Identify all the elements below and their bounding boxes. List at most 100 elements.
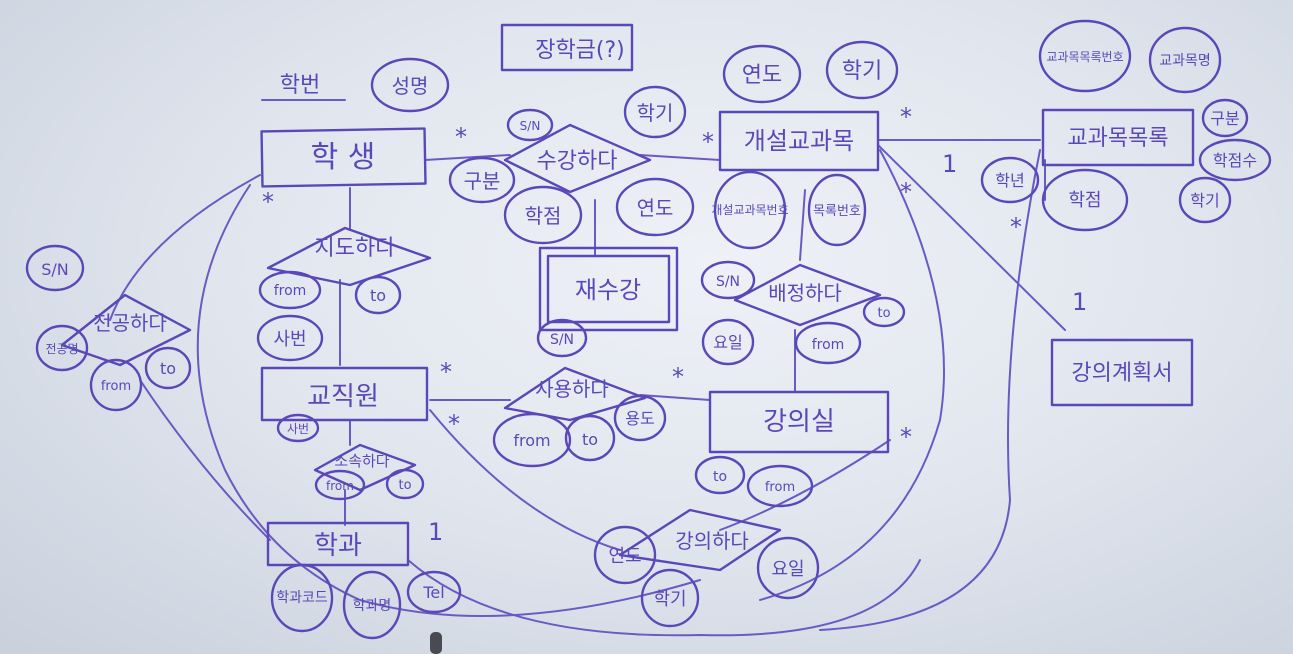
marker-cap xyxy=(430,632,442,654)
svg-text:S/N: S/N xyxy=(41,260,69,279)
svg-text:학기: 학기 xyxy=(1190,191,1219,210)
svg-text:*: * xyxy=(440,358,452,386)
attr-advise-from: from xyxy=(258,270,322,310)
svg-text:교과목목록: 교과목목록 xyxy=(1067,126,1168,151)
svg-text:개설교과목: 개설교과목 xyxy=(744,127,854,155)
svg-text:용도: 용도 xyxy=(625,409,654,428)
attr-belong-to: to xyxy=(385,468,425,500)
attr-assign-to: to xyxy=(862,296,906,328)
svg-text:*: * xyxy=(262,188,274,216)
svg-text:개설교과목번호: 개설교과목번호 xyxy=(711,203,788,217)
svg-text:학과명: 학과명 xyxy=(353,598,392,614)
svg-text:사용하다: 사용하다 xyxy=(535,377,609,401)
svg-text:수강하다: 수강하다 xyxy=(537,149,618,174)
svg-text:장학금(?): 장학금(?) xyxy=(535,38,625,63)
svg-text:학기: 학기 xyxy=(842,59,882,84)
attr-enroll-category: 구분 xyxy=(448,156,516,204)
attr-student-name: 성명 xyxy=(370,57,450,113)
attr-use-to: to xyxy=(564,414,616,462)
attr-catalog-category: 구분 xyxy=(1201,98,1249,138)
attr-assign-sn: S/N xyxy=(700,260,756,300)
entity-course-catalog: 교과목목록 xyxy=(1041,108,1195,167)
svg-text:전공명: 전공명 xyxy=(45,342,78,356)
attr-belong-from: from xyxy=(314,469,366,501)
svg-text:소속하다: 소속하다 xyxy=(334,452,389,470)
svg-text:from: from xyxy=(326,479,354,493)
svg-text:from: from xyxy=(274,283,307,299)
entity-offered-course: 개설교과목 xyxy=(718,110,880,172)
entity-department: 학과 xyxy=(266,521,410,567)
svg-text:구분: 구분 xyxy=(1210,109,1239,128)
svg-text:from: from xyxy=(101,379,131,394)
attr-dept-name: 학과명 xyxy=(342,570,402,640)
svg-text:S/N: S/N xyxy=(520,119,541,133)
attr-course-offer-no: 개설교과목번호 xyxy=(711,170,789,250)
svg-text:*: * xyxy=(702,128,714,156)
svg-text:배정하다: 배정하다 xyxy=(768,281,842,305)
svg-text:학기: 학기 xyxy=(637,101,674,125)
svg-text:재수강: 재수강 xyxy=(575,276,641,304)
attr-catalog-credits: 학점 xyxy=(1041,168,1129,232)
svg-text:1: 1 xyxy=(1072,288,1087,316)
svg-text:from: from xyxy=(812,337,845,353)
svg-text:학점: 학점 xyxy=(1068,190,1101,211)
svg-text:1: 1 xyxy=(942,150,957,178)
svg-text:from: from xyxy=(765,480,795,495)
svg-text:학과코드: 학과코드 xyxy=(276,590,328,606)
svg-text:*: * xyxy=(672,363,684,391)
entity-retake: 재수강 xyxy=(538,246,679,332)
svg-text:S/N: S/N xyxy=(716,274,740,290)
attr-dept-code: 학과코드 xyxy=(270,563,334,633)
attr-dept-tel: Tel xyxy=(406,570,462,614)
attr-catalog-semester: 학기 xyxy=(1178,176,1232,224)
svg-text:Tel: Tel xyxy=(422,583,444,602)
attr-assign-day: 요일 xyxy=(701,318,755,366)
rel-lecture: 강의하다 xyxy=(618,508,782,572)
attr-catalog-year: 학년 xyxy=(980,156,1040,204)
rel-belong: 소속하다 xyxy=(313,443,417,492)
svg-text:성명: 성명 xyxy=(392,74,429,98)
attr-course-catalog-no: 목록번호 xyxy=(807,173,867,247)
svg-text:학 생: 학 생 xyxy=(311,140,376,175)
svg-text:*: * xyxy=(448,410,460,438)
attr-major-to: to xyxy=(144,346,192,390)
svg-text:교직원: 교직원 xyxy=(307,382,379,412)
attr-assign-from: from xyxy=(794,321,862,365)
attr-enroll-year: 연도 xyxy=(615,177,695,237)
svg-text:*: * xyxy=(900,423,912,451)
svg-text:요일: 요일 xyxy=(713,333,742,352)
attr-enroll-sn: S/N xyxy=(506,108,554,142)
attr-major-from: from xyxy=(89,358,143,412)
svg-text:학과: 학과 xyxy=(314,531,362,561)
attr-enroll-credit: 학점 xyxy=(503,185,583,245)
svg-text:*: * xyxy=(900,103,912,131)
attr-room-to: to xyxy=(694,455,746,495)
attr-use-from: from xyxy=(492,412,572,468)
attr-advise-to: to xyxy=(354,275,402,315)
svg-text:*: * xyxy=(900,178,912,206)
attr-lecture-day: 요일 xyxy=(756,536,820,600)
svg-text:전공하다: 전공하다 xyxy=(93,311,167,335)
attr-course-year: 연도 xyxy=(722,44,802,104)
rel-major: 전공하다 xyxy=(60,293,192,367)
rel-use: 사용하다 xyxy=(503,366,647,422)
svg-text:연도: 연도 xyxy=(742,63,782,88)
attr-major-name: 전공명 xyxy=(35,324,89,372)
svg-text:강의계획서: 강의계획서 xyxy=(1071,361,1172,386)
svg-text:구분: 구분 xyxy=(464,169,501,193)
cardinality-marks: * * * * * * * * * * 1 1 1 xyxy=(262,103,1087,546)
svg-text:1: 1 xyxy=(428,518,443,546)
attr-major-sn: S/N xyxy=(25,244,85,292)
svg-text:학점수: 학점수 xyxy=(1213,151,1257,170)
svg-text:목록번호: 목록번호 xyxy=(813,204,861,219)
svg-text:to: to xyxy=(398,478,411,493)
entity-scholarship: 장학금(?) xyxy=(500,23,634,72)
svg-text:연도: 연도 xyxy=(637,196,674,220)
attr-catalog-required: 학점수 xyxy=(1198,138,1272,182)
svg-text:to: to xyxy=(370,286,386,305)
svg-text:학번: 학번 xyxy=(280,73,320,98)
rel-assign: 배정하다 xyxy=(733,263,882,327)
attr-enroll-semester: 학기 xyxy=(623,85,687,139)
